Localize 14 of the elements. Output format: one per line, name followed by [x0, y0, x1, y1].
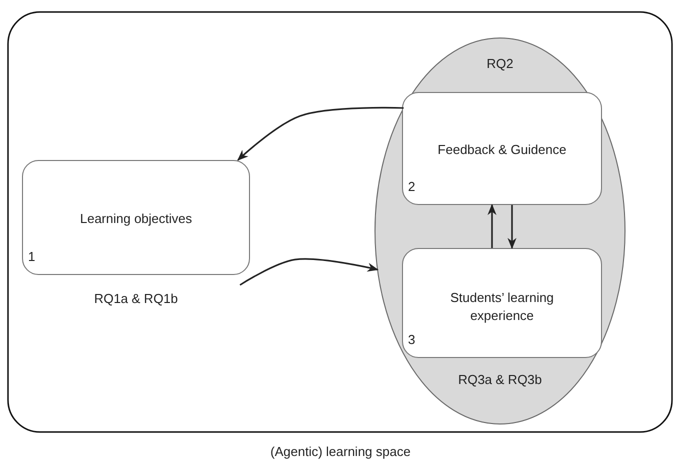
research-question-label: RQ2	[486, 56, 514, 71]
arrow	[240, 258, 379, 286]
research-question-label: RQ1a & RQ1b	[93, 291, 179, 306]
arrow	[488, 204, 496, 248]
frame-caption: (Agentic) learning space	[269, 444, 412, 459]
box-title: Learning objectives	[78, 210, 194, 228]
research-question-label: RQ3a & RQ3b	[457, 372, 543, 387]
box-number: 1	[28, 249, 36, 264]
box-number: 2	[408, 179, 416, 194]
box-title: Students’ learning experience	[449, 289, 555, 324]
box-number: 3	[408, 332, 416, 347]
arrow	[508, 205, 516, 250]
box-title: Feedback & Guidence	[436, 140, 568, 158]
arrow	[237, 106, 404, 161]
